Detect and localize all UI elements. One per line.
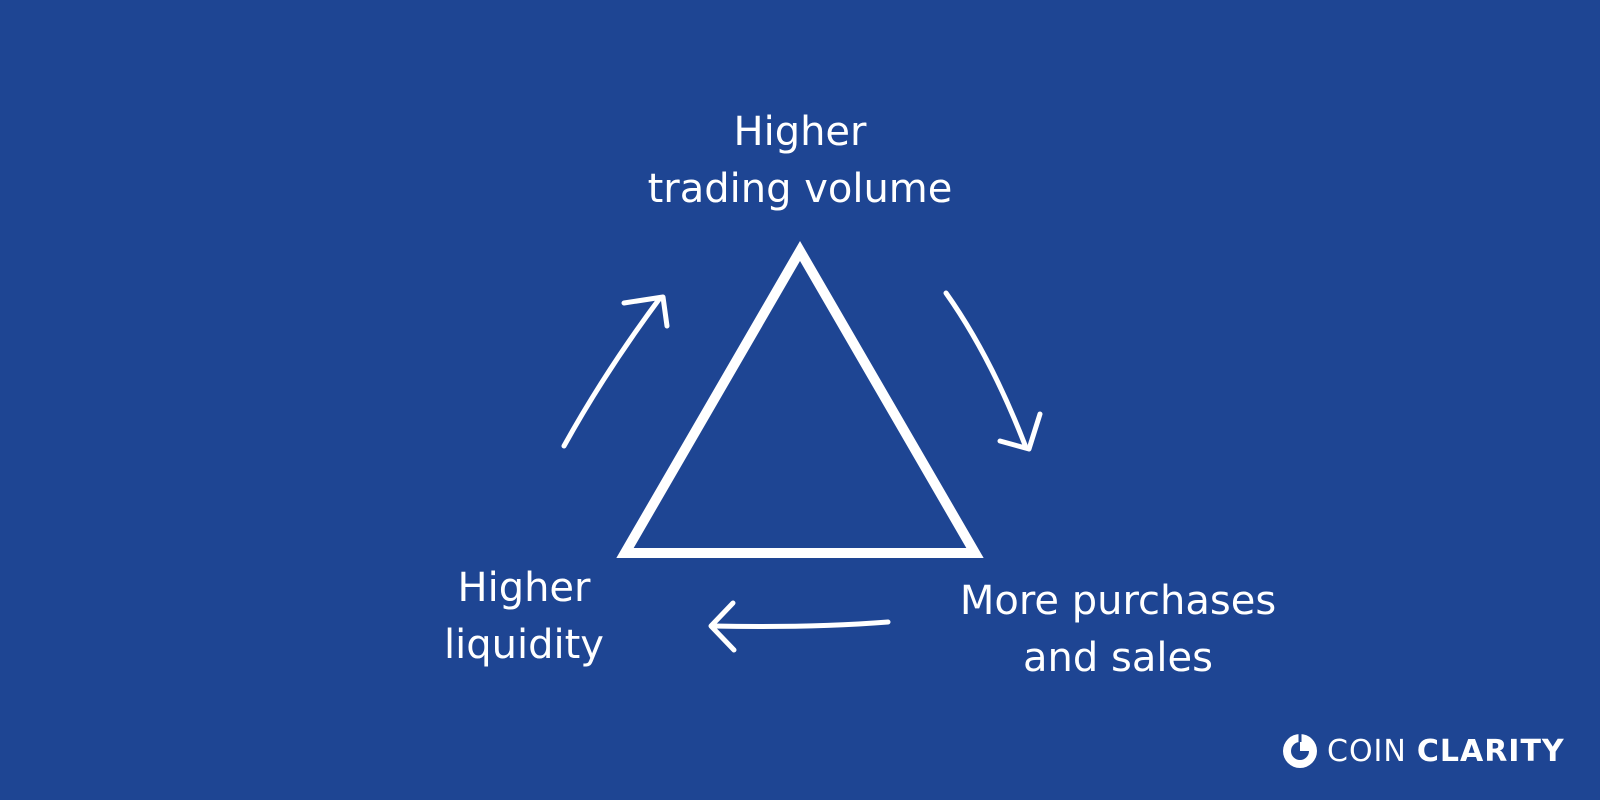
coinclarity-c-icon <box>1283 734 1317 768</box>
node-right-line1: More purchases <box>959 578 1277 624</box>
node-top-line2: trading volume <box>647 166 953 212</box>
logo-word-coin: COIN <box>1327 733 1407 769</box>
node-left-line2: liquidity <box>444 622 604 668</box>
node-top-line1: Higher <box>733 109 867 155</box>
arrow-top-to-right <box>943 290 1043 452</box>
logo-word-clarity: CLARITY <box>1416 733 1565 769</box>
node-left-line1: Higher <box>457 565 591 611</box>
node-left-label: Higher liquidity <box>393 560 655 674</box>
node-right-label: More purchases and sales <box>918 573 1318 687</box>
center-triangle <box>616 241 984 558</box>
node-top-label: Higher trading volume <box>600 104 1000 218</box>
node-right-line2: and sales <box>1023 635 1213 681</box>
arrow-right-to-left <box>708 600 891 653</box>
arrow-left-to-top <box>561 294 670 449</box>
